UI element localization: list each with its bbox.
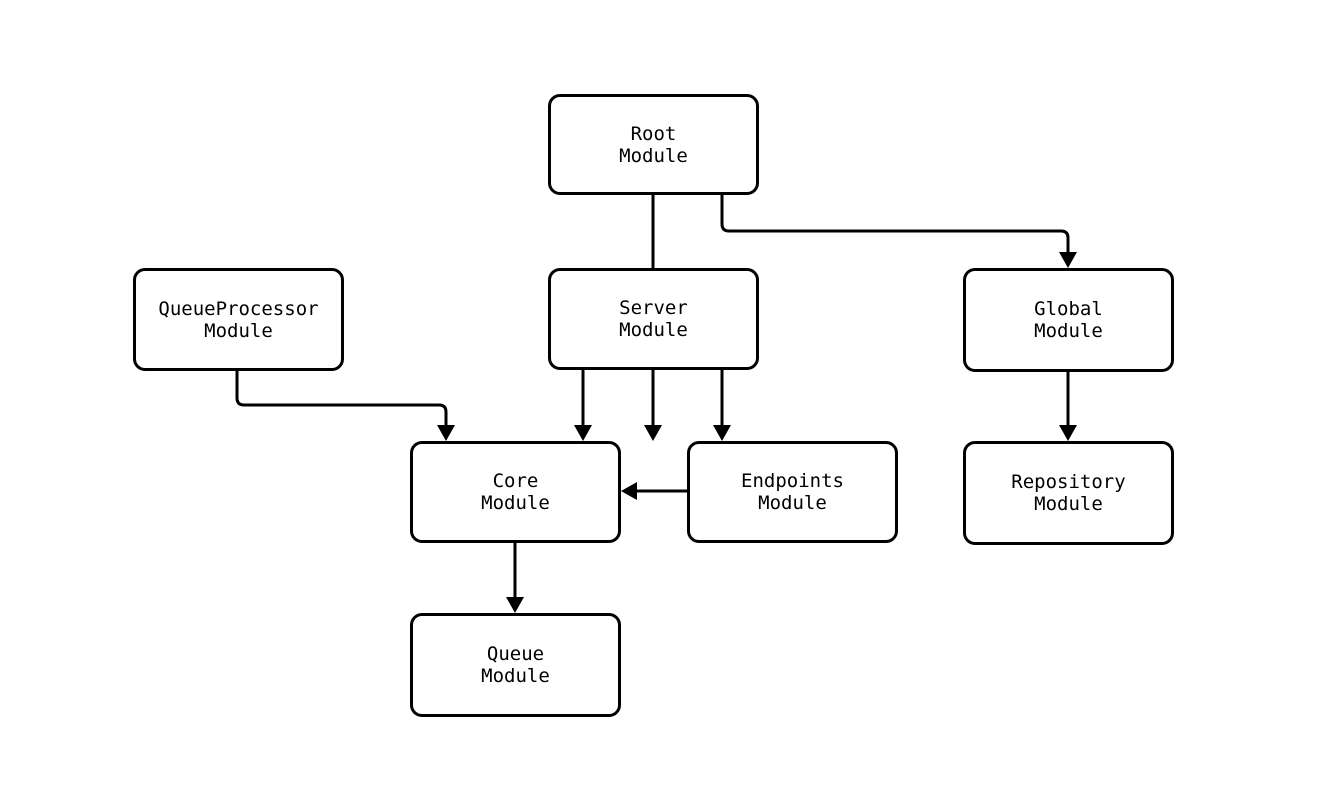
arrowhead-endpoints-to-core xyxy=(621,482,637,500)
node-label-secondary: Module xyxy=(1034,320,1103,342)
arrowhead-root-to-server xyxy=(644,425,662,441)
arrowhead-root-to-global xyxy=(1059,252,1077,268)
node-label-primary: QueueProcessor xyxy=(158,297,319,320)
node-label-secondary: Module xyxy=(204,319,273,342)
node-label-primary: Server xyxy=(619,297,688,319)
node-label-primary: Core xyxy=(492,470,539,492)
arrowhead-global-to-repository xyxy=(1059,425,1077,441)
arrowhead-server-to-core xyxy=(574,425,592,441)
edge-core-to-queue xyxy=(506,543,524,613)
arrowhead-core-to-queue xyxy=(506,597,524,613)
node-label-secondary: Module xyxy=(619,319,688,341)
edge-server-to-core xyxy=(574,370,592,441)
node-label-secondary: Module xyxy=(619,144,688,167)
node-label-secondary: Module xyxy=(481,665,550,687)
arrowhead-server-to-endpoints xyxy=(713,425,731,441)
edge-server-to-endpoints xyxy=(713,370,731,441)
edge-queueprocessor-to-core xyxy=(235,371,455,441)
node-label-primary: Repository xyxy=(1011,471,1126,493)
node-label-secondary: Module xyxy=(1034,493,1103,515)
node-label-secondary: Module xyxy=(481,492,550,514)
edge-root-to-global xyxy=(720,195,1077,268)
node-label-secondary: Module xyxy=(758,492,827,514)
node-label-primary: Global xyxy=(1034,298,1103,320)
node-label-primary: Queue xyxy=(486,643,545,665)
edge-endpoints-to-core xyxy=(621,482,687,500)
arrowhead-queueprocessor-to-core xyxy=(437,425,455,441)
node-label-primary: Endpoints xyxy=(741,470,844,492)
node-label-primary: Root xyxy=(630,122,677,145)
edge-global-to-repository xyxy=(1059,372,1077,441)
